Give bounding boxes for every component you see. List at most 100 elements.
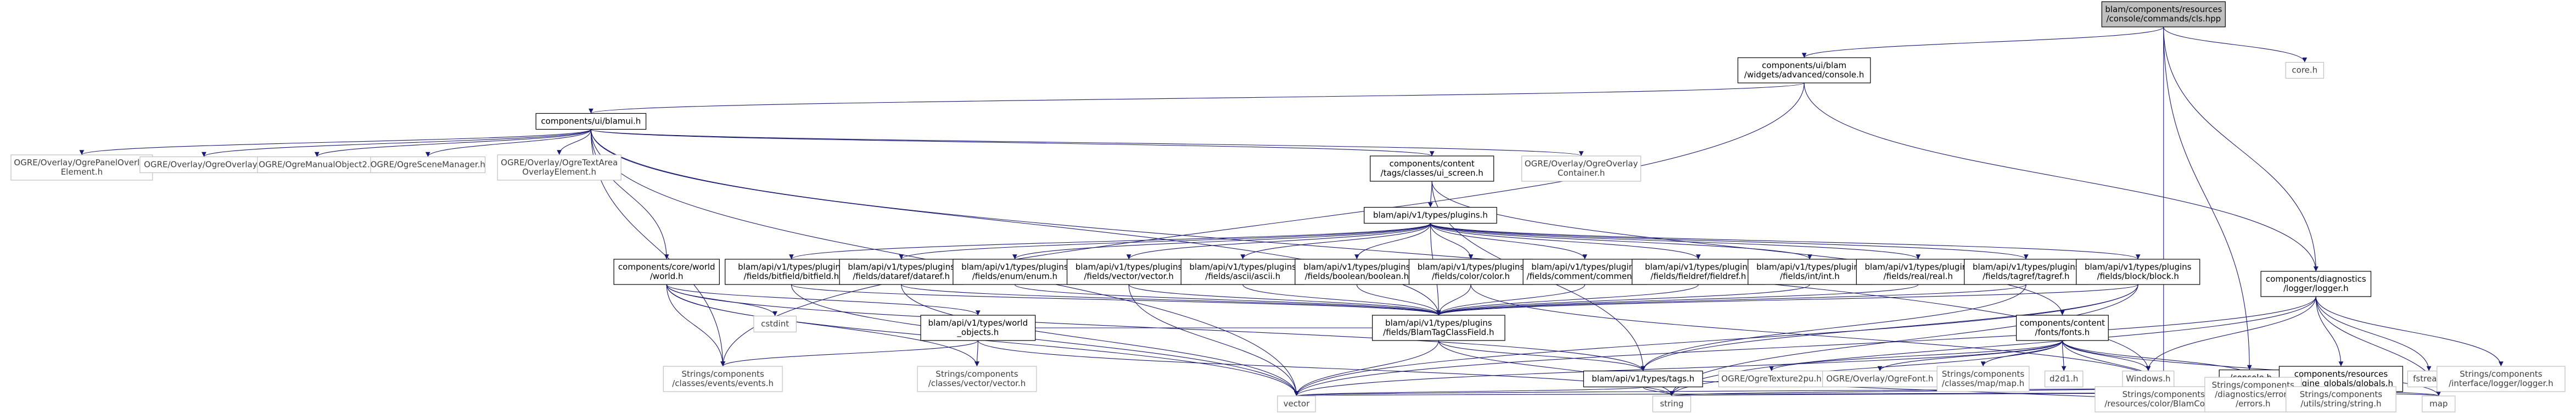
node-label-vector-1: /fields/vector/vector.h <box>1084 271 1173 281</box>
edge-uiconsole-to-events <box>720 82 1805 367</box>
node-label-events-1: /classes/events/events.h <box>672 378 774 388</box>
node-datarefs[interactable]: blam/api/v1/types/plugins/fields/dataref… <box>839 259 964 285</box>
edge-plugins-to-vector <box>1126 223 1431 260</box>
edge-vector-to-vectorstd <box>1128 284 1299 397</box>
node-uiscreen[interactable]: components/content/tags/classes/ui_scree… <box>1370 155 1494 182</box>
node-ascii[interactable]: blam/api/v1/types/plugins/fields/ascii/a… <box>1180 259 1305 285</box>
node-logger[interactable]: components/diagnostics/logger/logger.h <box>2260 271 2372 297</box>
node-label-windows-0: Windows.h <box>2126 374 2170 384</box>
node-texture: OGRE/OgreTexture2pu.h <box>1718 370 1825 388</box>
node-box-vector <box>1066 259 1191 285</box>
node-root[interactable]: blam/components/resources/console/comman… <box>2101 1 2226 27</box>
node-coreh: core.h <box>2285 62 2325 79</box>
node-label-tagclass-1: /fields/BlamTagClassField.h <box>1383 327 1494 337</box>
node-box-tagsh <box>1583 370 1703 388</box>
node-uiblamui[interactable]: components/ui/blamui.h <box>535 113 647 130</box>
node-label-coreh-0: core.h <box>2292 65 2317 75</box>
edge-uiblamui-to-uiscreen <box>590 129 1435 157</box>
node-label-enum-0: blam/api/v1/types/plugins <box>961 262 1068 272</box>
node-tagref[interactable]: blam/api/v1/types/plugins/fields/tagref/… <box>1964 259 2088 285</box>
node-label-uiscreen-0: components/content <box>1390 159 1475 169</box>
edge-logger-to-vectorstd <box>1294 296 2316 397</box>
node-box-bitfield <box>725 259 858 285</box>
node-label-worldobjects-1: _objects.h <box>956 327 999 338</box>
node-label-tagsh-0: blam/api/v1/types/tags.h <box>1592 374 1694 384</box>
node-label-panel-0: OGRE/Overlay/OgrePanelOverlay <box>14 158 149 168</box>
node-label-stringutil-0: Strings/components <box>2300 389 2382 399</box>
node-label-enum-1: /fields/enum/enum.h <box>972 271 1057 281</box>
node-fonts[interactable]: components/content/fonts/fonts.h <box>2016 315 2109 341</box>
node-box-windows <box>2122 370 2175 388</box>
node-label-real-0: blam/api/v1/types/plugins <box>1865 262 1972 272</box>
edge-ascii-to-tagclass <box>1242 284 1441 316</box>
edge-uiblamui-to-panel <box>79 129 591 155</box>
node-label-cstdint-0: cstdint <box>761 319 789 329</box>
edge-plugins-to-comment <box>1430 223 1587 260</box>
node-worldobjects[interactable]: blam/api/v1/types/world_objects.h <box>920 315 1036 341</box>
edge-root-to-uiconsole <box>1801 26 2164 58</box>
node-label-boolean-1: /fields/boolean/boolean.h <box>1305 271 1409 281</box>
node-events: Strings/components/classes/events/events… <box>663 366 783 392</box>
node-label-worldobjects-0: blam/api/v1/types/world <box>928 318 1028 328</box>
node-world[interactable]: components/core/world/world.h <box>613 259 720 285</box>
node-tagsh[interactable]: blam/api/v1/types/tags.h <box>1583 370 1703 388</box>
node-box-vector3 <box>917 366 1037 392</box>
node-tagclass[interactable]: blam/api/v1/types/plugins/fields/BlamTag… <box>1372 315 1505 341</box>
node-label-int-1: /fields/int/int.h <box>1780 271 1840 281</box>
edge-plugins-to-tagref <box>1430 223 2029 260</box>
node-vectorstd: vector <box>1277 395 1316 412</box>
node-textarea: OGRE/Overlay/OgreTextAreaOverlayElement.… <box>497 154 621 181</box>
node-color[interactable]: blam/api/v1/types/plugins/fields/color/c… <box>1408 259 1533 285</box>
node-label-root-0: blam/components/resources <box>2105 4 2222 14</box>
edge-logger-to-string <box>1669 296 2316 397</box>
node-int[interactable]: blam/api/v1/types/plugins/fields/int/int… <box>1748 259 1872 285</box>
edge-uiblamui-to-ogreoverlay <box>201 129 591 157</box>
node-bitfield[interactable]: blam/api/v1/types/plugins/fields/bitfiel… <box>725 259 858 285</box>
node-ogreoverlay: OGRE/Overlay/OgreOverlay.h <box>139 156 268 174</box>
edge-plugins-to-int <box>1430 223 1812 260</box>
node-label-color-1: /fields/color/color.h <box>1432 271 1510 281</box>
edge-plugins-to-bitfield <box>789 223 1431 260</box>
node-boolean[interactable]: blam/api/v1/types/plugins/fields/boolean… <box>1295 259 1419 285</box>
node-label-string-0: string <box>1660 399 1683 409</box>
edge-plugins-to-block <box>1430 223 2141 260</box>
node-box-tagclass <box>1372 315 1505 341</box>
node-label-world-0: components/core/world <box>618 262 715 272</box>
edge-plugins-to-ascii <box>1240 223 1431 260</box>
node-label-map-0: map <box>2429 399 2448 409</box>
edge-root-to-logger <box>2163 26 2319 272</box>
node-comment[interactable]: blam/api/v1/types/plugins/fields/comment… <box>1522 259 1647 285</box>
edge-uiblamui-to-textarea <box>557 129 591 155</box>
node-box-coreh <box>2285 62 2325 79</box>
node-vector[interactable]: blam/api/v1/types/plugins/fields/vector/… <box>1066 259 1191 285</box>
node-block[interactable]: blam/api/v1/types/plugins/fields/block/b… <box>2076 259 2200 285</box>
node-label-texture-0: OGRE/OgreTexture2pu.h <box>1721 374 1822 384</box>
edge-world-to-events <box>666 284 726 367</box>
edge-boolean-to-tagclass <box>1356 284 1441 316</box>
node-label-panel-1: Element.h <box>61 167 103 177</box>
node-box-ilogger <box>2437 366 2566 392</box>
edge-fonts-to-windows <box>2062 340 2151 371</box>
node-box-world <box>613 259 720 285</box>
node-label-blamcolor-1: /resources/color/BlamColor.h <box>2104 399 2222 409</box>
node-real[interactable]: blam/api/v1/types/plugins/fields/real/re… <box>1856 259 1980 285</box>
node-label-blamcolor-0: Strings/components <box>2123 389 2205 399</box>
node-enum[interactable]: blam/api/v1/types/plugins/fields/enum/en… <box>953 259 1077 285</box>
node-fieldref[interactable]: blam/api/v1/types/plugins/fields/fieldre… <box>1632 259 1765 285</box>
node-label-comment-1: /fields/comment/comment.h <box>1527 271 1643 281</box>
node-uiconsole[interactable]: components/ui/blam/widgets/advanced/cons… <box>1737 57 1871 83</box>
node-label-ascii-0: blam/api/v1/types/plugins <box>1189 262 1296 272</box>
node-box-errors <box>2204 377 2302 412</box>
node-box-fieldref <box>1632 259 1765 285</box>
edge-logger-to-globals <box>2315 296 2344 367</box>
edge-bitfield-to-tagclass <box>791 284 1441 316</box>
edge-uiblamui-to-world <box>590 129 669 260</box>
node-label-ogreoverlay-0: OGRE/Overlay/OgreOverlay.h <box>144 160 264 170</box>
node-box-events <box>663 366 783 392</box>
node-label-boolean-0: blam/api/v1/types/plugins <box>1303 262 1410 272</box>
graph-nodes: blam/components/resources/console/comman… <box>10 1 2566 412</box>
node-box-real <box>1856 259 1980 285</box>
node-plugins[interactable]: blam/api/v1/types/plugins.h <box>1364 206 1497 224</box>
edge-real-to-tagclass <box>1436 284 1919 316</box>
